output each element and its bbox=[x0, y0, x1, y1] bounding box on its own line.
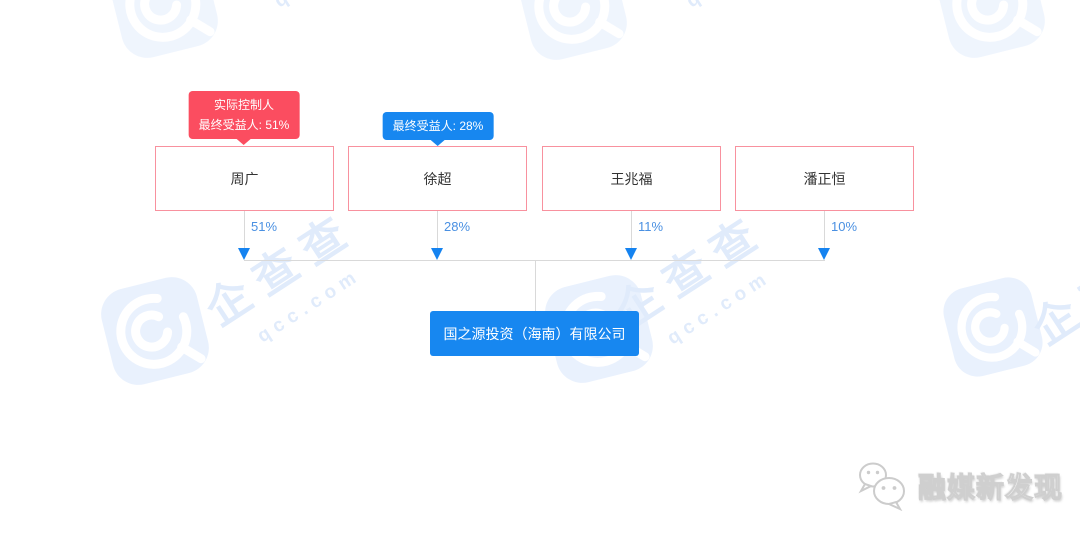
arrow-down-icon bbox=[625, 248, 637, 260]
qcc-logo-watermark bbox=[512, 0, 633, 67]
qcc-logo-watermark bbox=[94, 270, 215, 391]
shareholder-box-1[interactable]: 周广 bbox=[155, 146, 334, 211]
qcc-brand-cn: 企查查 bbox=[197, 202, 366, 336]
qcc-text-watermark: 企查查 qcc.com bbox=[1018, 212, 1080, 382]
shareholder-name: 王兆福 bbox=[610, 170, 653, 187]
arrow-down-icon bbox=[818, 248, 830, 260]
badge-line: 最终受益人: 28% bbox=[392, 119, 484, 133]
shareholder-box-3[interactable]: 王兆福 bbox=[542, 146, 721, 211]
shareholder-box-2[interactable]: 徐超 bbox=[348, 146, 527, 211]
arrow-down-icon bbox=[431, 248, 443, 260]
qcc-text-watermark: 企查查 qcc.com bbox=[208, 0, 400, 28]
qcc-logo-watermark bbox=[103, 0, 224, 65]
shareholder-name: 周广 bbox=[230, 170, 259, 187]
badge-line: 最终受益人: 51% bbox=[198, 118, 290, 132]
ownership-percent-label: 10% bbox=[831, 219, 858, 234]
actual-controller-badge: 实际控制人 最终受益人: 51% bbox=[188, 91, 300, 145]
ownership-percent-label: 28% bbox=[444, 219, 471, 234]
qcc-text-watermark: 企查查 qcc.com bbox=[620, 0, 812, 28]
qcc-brand-cn: 企查查 bbox=[606, 520, 782, 533]
qcc-brand-cn: 企查查 bbox=[208, 0, 384, 3]
credit-watermark: 融媒新发现 bbox=[856, 461, 1063, 511]
qcc-text-watermark: 企查查 qcc.com bbox=[606, 520, 798, 533]
shareholder-name: 潘正恒 bbox=[803, 170, 846, 187]
qcc-brand-en: qcc.com bbox=[663, 266, 775, 350]
qcc-brand-en: qcc.com bbox=[683, 0, 812, 13]
company-name: 国之源投资（海南）有限公司 bbox=[443, 325, 626, 342]
badge-line: 实际控制人 bbox=[213, 98, 274, 112]
final-beneficiary-badge: 最终受益人: 28% bbox=[382, 112, 494, 146]
connector-line bbox=[631, 211, 632, 252]
qcc-text-watermark: 企查查 qcc.com bbox=[194, 519, 386, 533]
qcc-logo-watermark bbox=[930, 0, 1051, 65]
connector-line-horizontal bbox=[244, 260, 825, 261]
company-box[interactable]: 国之源投资（海南）有限公司 bbox=[430, 311, 639, 356]
arrow-down-icon bbox=[238, 248, 250, 260]
qcc-brand-cn: 企查查 bbox=[620, 0, 796, 3]
shareholder-box-4[interactable]: 潘正恒 bbox=[735, 146, 914, 211]
ownership-percent-label: 51% bbox=[251, 219, 278, 234]
connector-line bbox=[437, 211, 438, 252]
qcc-logo-watermark bbox=[937, 271, 1049, 383]
shareholder-name: 徐超 bbox=[423, 170, 452, 187]
qcc-text-watermark: 企查查 qcc.com bbox=[191, 193, 383, 363]
connector-line bbox=[244, 211, 245, 252]
connector-line bbox=[824, 211, 825, 252]
wechat-icon bbox=[858, 462, 905, 511]
connector-line bbox=[535, 260, 536, 311]
qcc-brand-cn: 企查查 bbox=[1024, 221, 1080, 355]
qcc-brand-en: qcc.com bbox=[253, 264, 365, 348]
qcc-text-watermark: 企查查 qcc.com bbox=[1021, 0, 1080, 16]
credit-label: 融媒新发现 bbox=[917, 472, 1064, 504]
ownership-percent-label: 11% bbox=[638, 219, 664, 234]
qcc-brand-cn: 企查查 bbox=[194, 519, 370, 533]
qcc-brand-en: qcc.com bbox=[271, 0, 400, 13]
